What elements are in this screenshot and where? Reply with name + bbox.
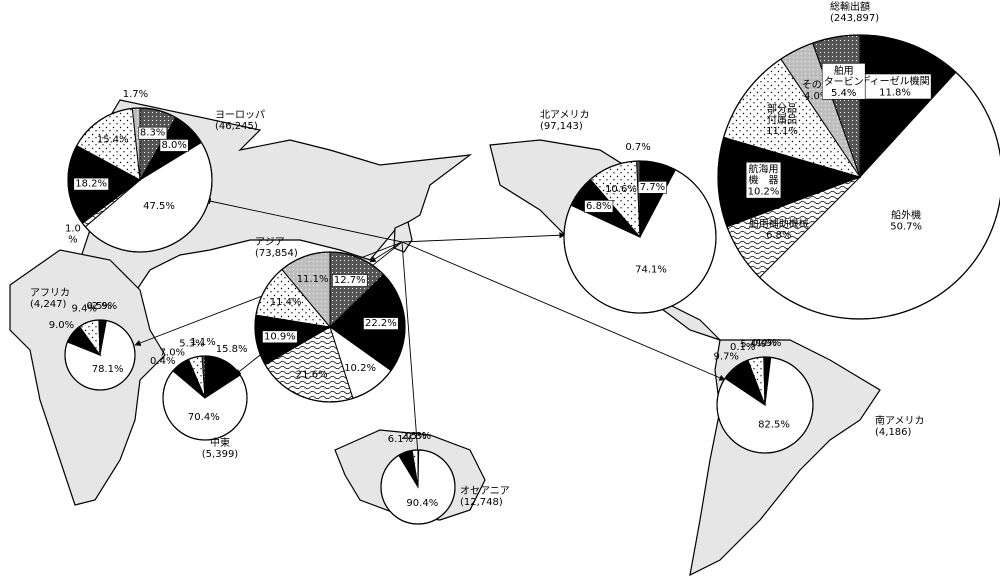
pie-asia-label-3: 21.6% xyxy=(296,370,328,381)
pie-samerica-label-5: 0.4% xyxy=(752,338,777,349)
pie-asia-label-5: 11.4% xyxy=(270,297,302,308)
route-asia xyxy=(369,241,403,263)
pie-namerica-label-2: 6.8% xyxy=(586,201,611,212)
pie-africa-outline xyxy=(64,319,136,391)
pie-europe-label-box-0 xyxy=(138,126,168,140)
pie-africa-label-4: 0.5% xyxy=(87,301,112,312)
pie-mideast-label-4: 5.3% xyxy=(179,339,204,350)
pie-namerica-label-3: 10.6% xyxy=(605,184,637,195)
route-europe xyxy=(204,198,403,243)
pie-asia-label-4: 10.9% xyxy=(264,331,296,342)
pie-europe-label-3: 1.0% xyxy=(65,223,81,245)
pie-samerica-label-4: 5.4% xyxy=(740,339,765,350)
pie-namerica-label-1: 74.1% xyxy=(635,264,667,275)
route-namerica xyxy=(401,232,566,243)
pie-total-title: 総輸出額(243,897) xyxy=(830,0,879,24)
pie-samerica-label-3: 0.1% xyxy=(730,342,755,353)
pie-europe-label-6: 1.7% xyxy=(123,89,148,100)
pie-samerica: 1.9% 82.5% 9.7%0.1%5.4%0.4% 南アメリカ(4,186) xyxy=(714,338,925,454)
pie-asia-label-box-1 xyxy=(363,317,399,330)
pie-oceania: 0.3% 90.4% 6.1%2.5% オセアニア(12,748) xyxy=(380,431,510,525)
route-oceania xyxy=(401,241,421,456)
pie-europe-label-2: 47.5% xyxy=(143,201,175,212)
pie-europe-label-box-4 xyxy=(73,177,109,191)
pie-oceania-title: オセアニア(12,748) xyxy=(460,485,510,508)
pie-africa-label-2: 9.0% xyxy=(49,320,74,331)
pie-total-label-box-3 xyxy=(745,161,782,199)
pie-total-outline xyxy=(717,34,1000,320)
pie-oceania-label-0: 0.3% xyxy=(406,431,431,442)
pie-total-label-box-6 xyxy=(821,63,866,100)
pie-mideast-title: 中東(5,399) xyxy=(202,436,239,460)
pie-africa-label-3: 9.4% xyxy=(72,304,97,315)
pie-europe: 8.3%8.0% 47.5% 1.0% 18.2% 15.4% 1.7% ヨーロッパ(46,… xyxy=(65,89,265,253)
pie-mideast-label-5: 1.1% xyxy=(190,337,215,348)
pie-europe-label-1: 8.0% xyxy=(161,140,186,151)
pie-mideast-label-1: 70.4% xyxy=(188,412,220,423)
pie-asia-outline xyxy=(254,251,406,403)
pie-mideast-label-0: 15.8% xyxy=(216,344,248,355)
pie-samerica-label-0: 1.9% xyxy=(756,338,781,349)
pie-oceania-label-3: 2.5% xyxy=(401,431,426,442)
pie-namerica-label-0: 7.7% xyxy=(640,182,665,193)
pie-asia-label-2: 10.2% xyxy=(344,363,376,374)
pie-africa-title: アフリカ(4,247) xyxy=(30,287,70,310)
pie-asia: 12.7% 22.2% 10.2% 21.6% 10.9% 11.4% 11.1% アジア(7… xyxy=(254,237,406,403)
pie-europe-label-5: 15.4% xyxy=(97,134,129,145)
pie-asia-title: アジア(73,854) xyxy=(255,237,298,259)
pie-europe-label-0: 8.3% xyxy=(140,128,165,139)
pie-asia-label-6: 11.1% xyxy=(297,274,329,285)
pie-europe-label-4: 18.2% xyxy=(75,179,107,190)
pie-total-label-box-0 xyxy=(858,73,932,100)
pie-namerica: 7.7% 74.1% 6.8% 10.6% 0.7% 北アメリカ(97,143) xyxy=(540,109,717,314)
pie-samerica-label-1: 82.5% xyxy=(758,420,790,431)
route-samerica xyxy=(401,241,726,381)
pie-namerica-title: 北アメリカ(97,143) xyxy=(540,109,590,132)
pie-namerica-label-box-2 xyxy=(584,200,614,213)
pie-samerica-title: 南アメリカ(4,186) xyxy=(875,414,925,438)
pie-mideast: 15.8% 70.4% 0.4%7.0%5.3%1.1% 中東(5,399) xyxy=(150,337,248,460)
pie-mideast-label-2: 0.4% xyxy=(150,356,175,367)
pie-namerica-label-4: 0.7% xyxy=(625,142,650,153)
pie-africa-label-1: 78.1% xyxy=(92,364,124,375)
pie-namerica-outline xyxy=(563,160,717,314)
pie-europe-outline xyxy=(67,107,213,253)
pie-mideast-outline xyxy=(162,355,248,441)
pie-asia-label-0: 12.7% xyxy=(334,275,366,286)
pie-asia-label-box-0 xyxy=(332,274,368,287)
pie-oceania-label-2: 6.1% xyxy=(388,434,413,445)
pie-oceania-label-1: 90.4% xyxy=(406,498,438,509)
pie-asia-label-box-4 xyxy=(262,330,298,344)
pie-samerica-label-2: 9.7% xyxy=(714,352,739,363)
pie-europe-label-box-1 xyxy=(159,139,189,152)
pie-namerica-label-box-0 xyxy=(637,181,667,194)
pie-mideast-label-3: 7.0% xyxy=(160,347,185,358)
pie-oceania-outline xyxy=(380,449,456,525)
pie-africa-label-0: 2.9% xyxy=(92,301,117,312)
pie-africa: 2.9% 78.1% 9.0% 9.4%0.5% アフリカ(4,247) xyxy=(30,287,136,391)
pie-europe-title: ヨーロッパ(46,245) xyxy=(215,109,265,132)
pie-asia-label-1: 22.2% xyxy=(365,318,397,329)
pie-samerica-outline xyxy=(716,356,814,454)
